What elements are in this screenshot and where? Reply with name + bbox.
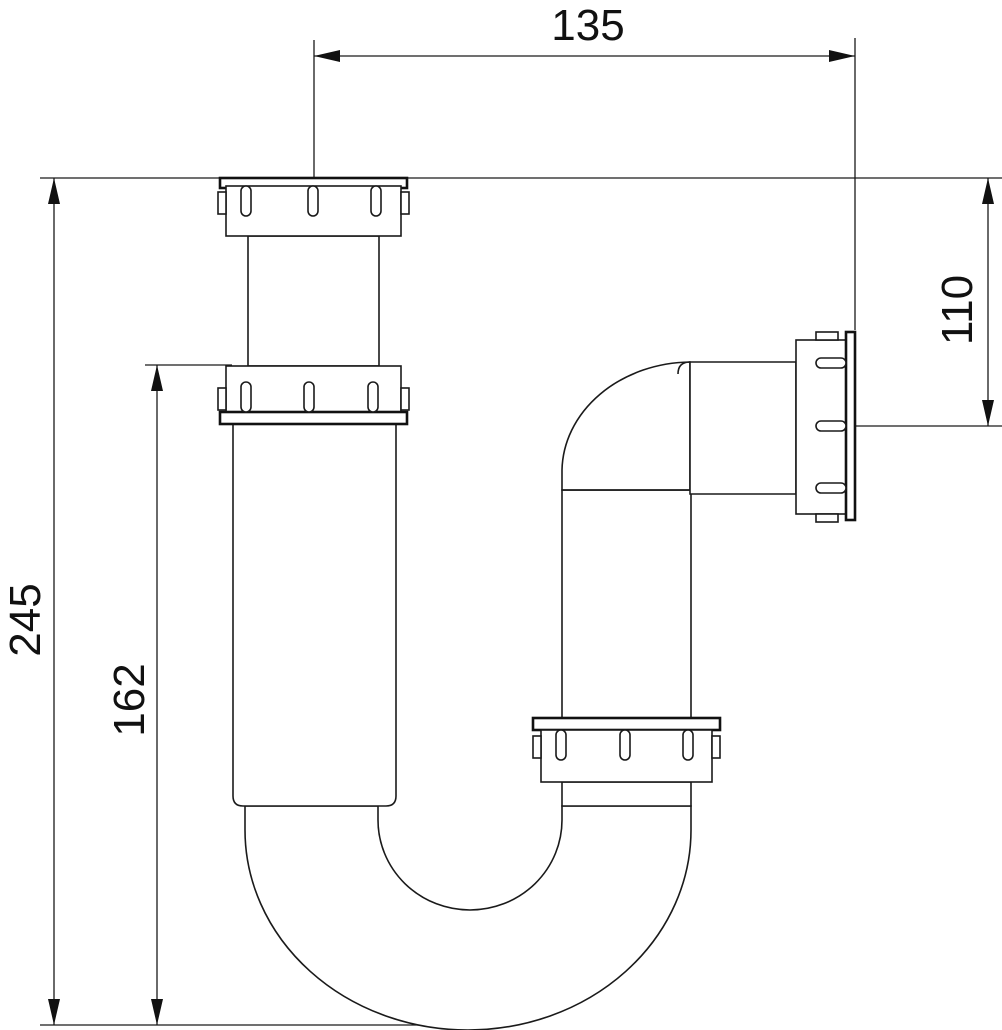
dimension-label-135: 135 [551, 1, 624, 50]
top-nut [217, 176, 410, 237]
outlet-nut [795, 330, 857, 523]
dimension-135: 135 [313, 1, 856, 330]
dimension-label-110: 110 [933, 275, 982, 345]
dimension-110: 110 [40, 177, 1002, 427]
riser-nut [531, 716, 722, 783]
outlet-elbow [561, 361, 691, 491]
dimension-label-162: 162 [105, 663, 154, 736]
dimension-label-245: 245 [1, 583, 50, 656]
u-bend-pipe [244, 805, 692, 1030]
inlet-tube-lower [232, 423, 397, 807]
outlet-horizontal-tube [677, 361, 797, 495]
dimension-245: 245 [1, 178, 470, 1026]
middle-nut [217, 365, 410, 426]
inlet-tube-upper [247, 235, 380, 367]
dimension-162: 162 [105, 364, 232, 1025]
